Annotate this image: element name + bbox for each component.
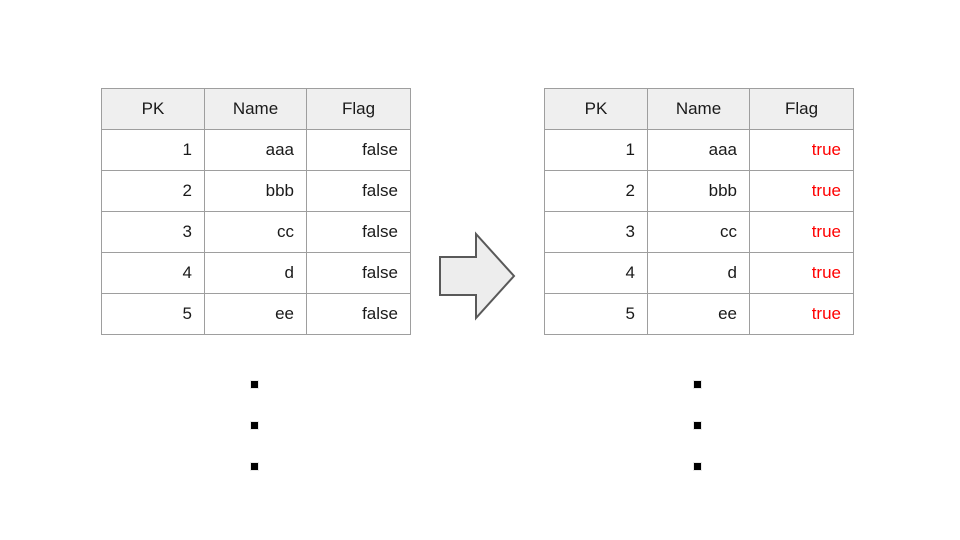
column-header-flag: Flag [749, 88, 854, 130]
block-arrow-right-icon [437, 231, 517, 321]
column-header-name: Name [204, 88, 307, 130]
table-row: 5 ee false [101, 293, 411, 335]
table-header-row: PK Name Flag [544, 88, 854, 130]
ellipsis-dot [250, 380, 259, 389]
cell-flag: true [749, 170, 854, 212]
table-row: 5 ee true [544, 293, 854, 335]
after-table: PK Name Flag 1 aaa true 2 bbb true 3 cc … [544, 88, 854, 335]
table-row: 1 aaa false [101, 129, 411, 171]
cell-flag: false [306, 211, 411, 253]
cell-flag: false [306, 252, 411, 294]
ellipsis-dot [250, 421, 259, 430]
ellipsis-dot [693, 421, 702, 430]
ellipsis-dot [693, 380, 702, 389]
table-row: 4 d false [101, 252, 411, 294]
cell-pk: 5 [544, 293, 648, 335]
cell-pk: 2 [544, 170, 648, 212]
column-header-name: Name [647, 88, 750, 130]
vertical-ellipsis-icon-right [693, 380, 702, 471]
cell-flag: true [749, 252, 854, 294]
cell-pk: 1 [101, 129, 205, 171]
cell-name: d [204, 252, 307, 294]
cell-name: aaa [204, 129, 307, 171]
cell-pk: 1 [544, 129, 648, 171]
ellipsis-dot [693, 462, 702, 471]
cell-pk: 2 [101, 170, 205, 212]
table-row: 3 cc true [544, 211, 854, 253]
table-row: 1 aaa true [544, 129, 854, 171]
vertical-ellipsis-icon-left [250, 380, 259, 471]
before-table: PK Name Flag 1 aaa false 2 bbb false 3 c… [101, 88, 411, 335]
table-row: 2 bbb false [101, 170, 411, 212]
cell-pk: 4 [544, 252, 648, 294]
column-header-pk: PK [101, 88, 205, 130]
cell-name: ee [647, 293, 750, 335]
cell-pk: 3 [101, 211, 205, 253]
cell-flag: true [749, 211, 854, 253]
cell-name: cc [647, 211, 750, 253]
cell-name: aaa [647, 129, 750, 171]
column-header-pk: PK [544, 88, 648, 130]
cell-name: d [647, 252, 750, 294]
cell-flag: false [306, 170, 411, 212]
cell-pk: 4 [101, 252, 205, 294]
cell-name: ee [204, 293, 307, 335]
cell-pk: 3 [544, 211, 648, 253]
ellipsis-dot [250, 462, 259, 471]
cell-name: bbb [204, 170, 307, 212]
cell-pk: 5 [101, 293, 205, 335]
cell-flag: false [306, 293, 411, 335]
cell-flag: false [306, 129, 411, 171]
cell-name: cc [204, 211, 307, 253]
table-row: 4 d true [544, 252, 854, 294]
column-header-flag: Flag [306, 88, 411, 130]
cell-flag: true [749, 129, 854, 171]
cell-flag: true [749, 293, 854, 335]
table-header-row: PK Name Flag [101, 88, 411, 130]
table-row: 3 cc false [101, 211, 411, 253]
cell-name: bbb [647, 170, 750, 212]
table-row: 2 bbb true [544, 170, 854, 212]
